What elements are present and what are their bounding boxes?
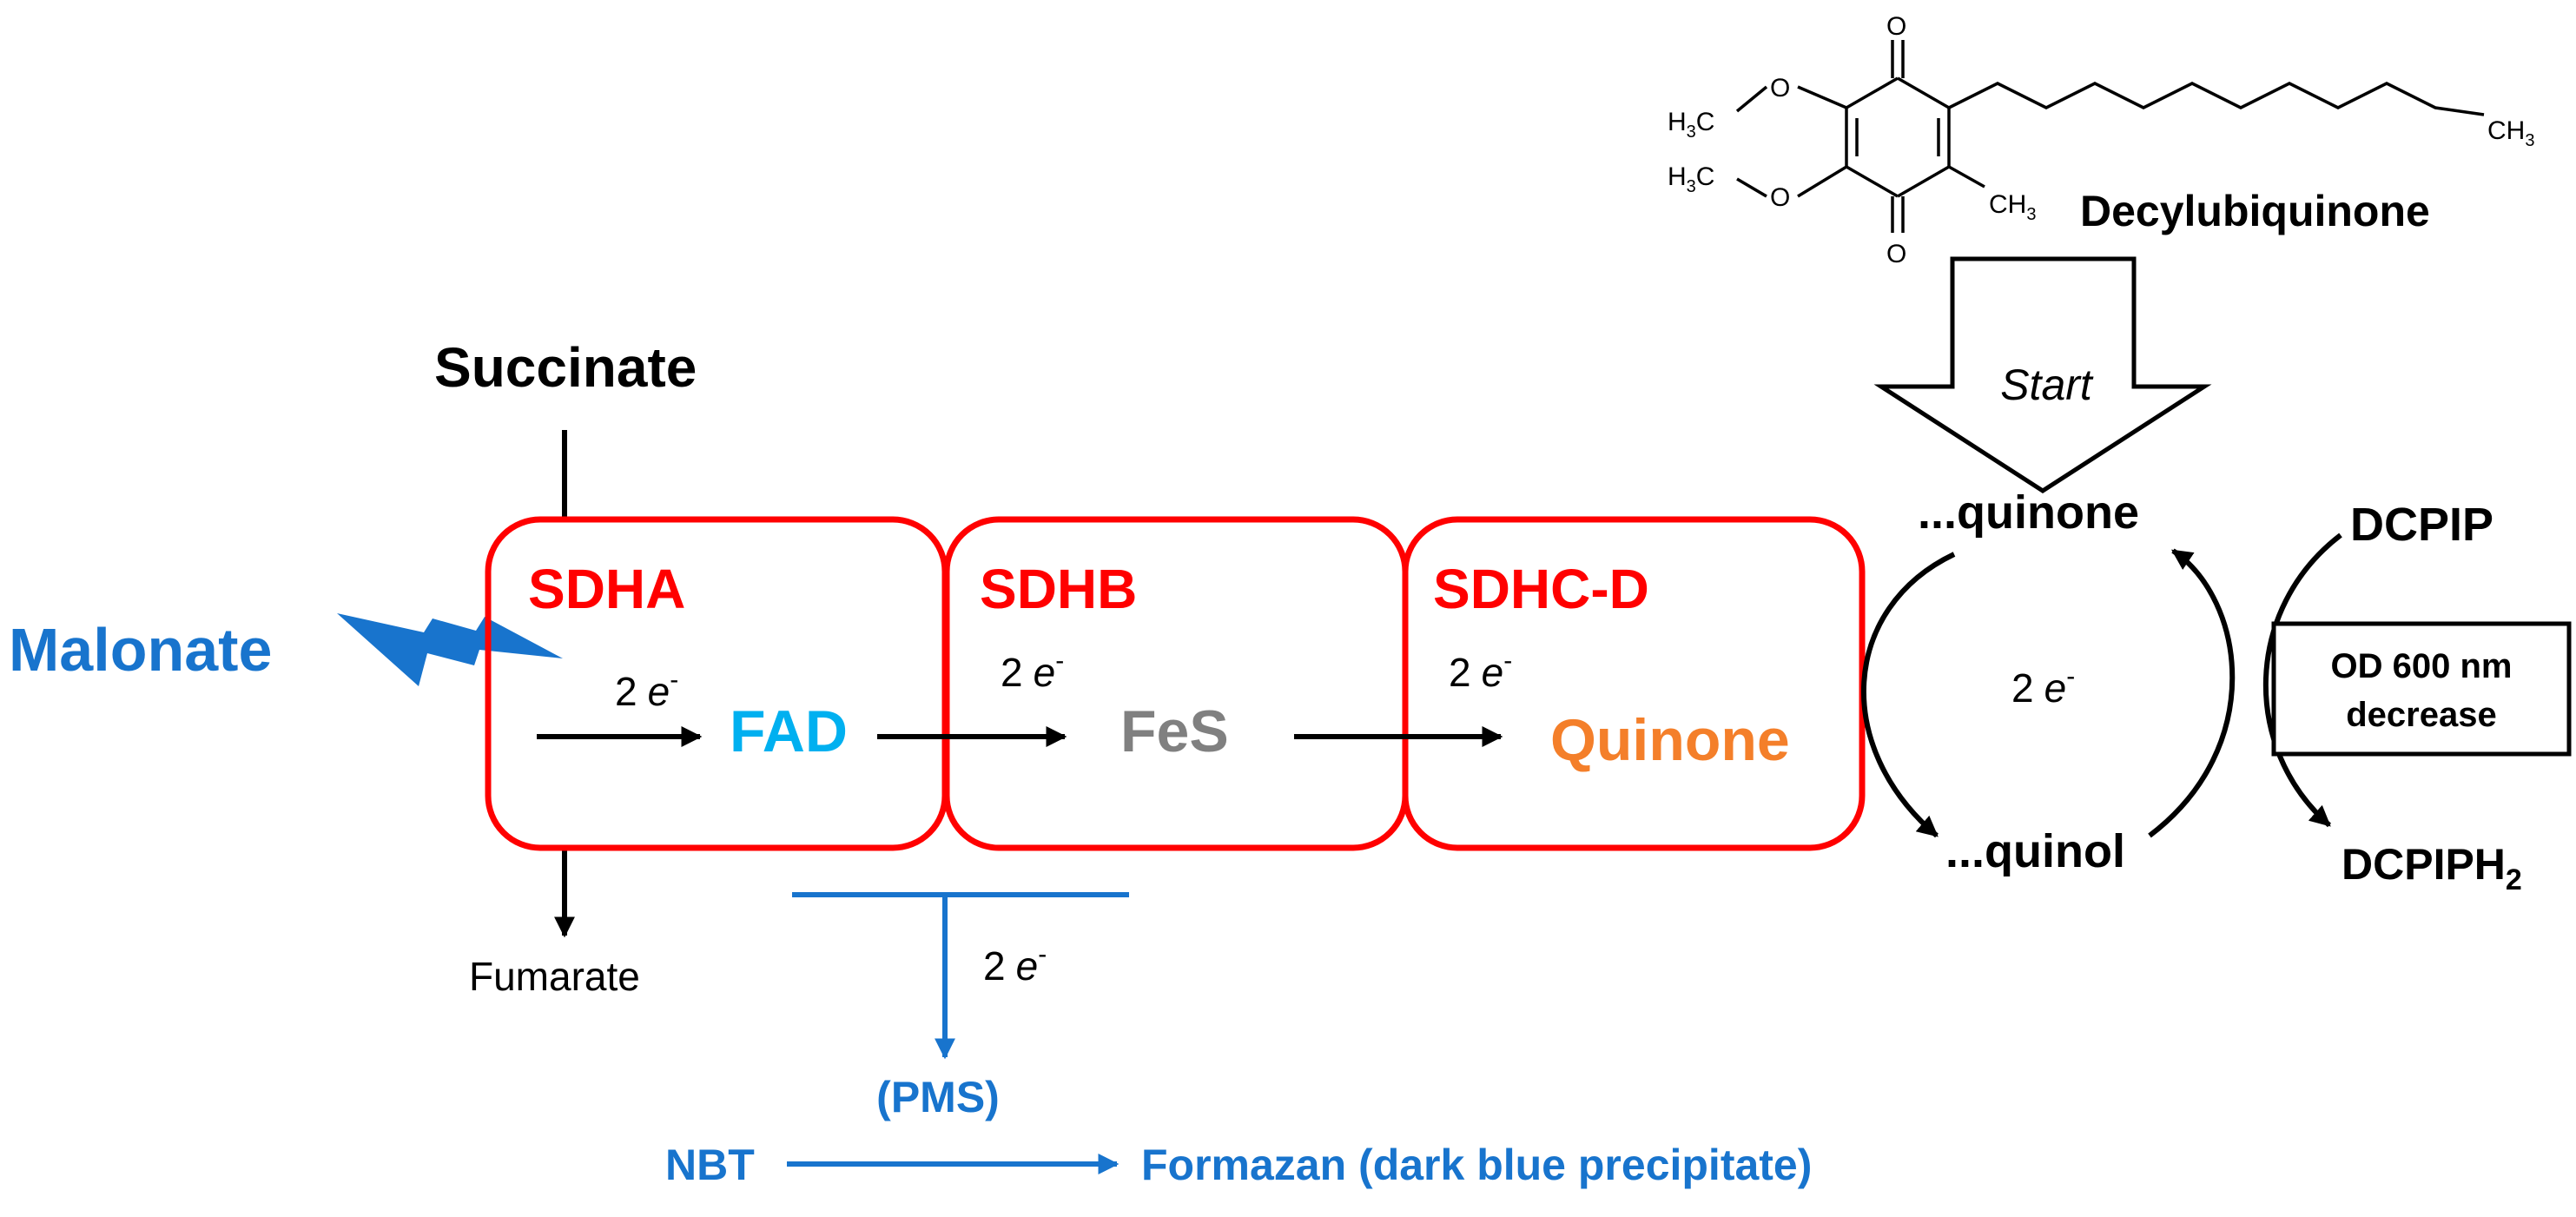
- electron-symbol: e: [1482, 650, 1504, 695]
- electron-count: 2: [615, 669, 637, 714]
- od-readout-line1: OD 600 nm: [2331, 647, 2513, 685]
- electron-symbol: e: [2044, 665, 2067, 711]
- od-readout-line2: decrease: [2346, 696, 2496, 734]
- sdhb-label: SDHB: [980, 558, 1137, 620]
- electron-count: 2: [2011, 665, 2034, 711]
- formazan-label: Formazan (dark blue precipitate): [1141, 1141, 1812, 1189]
- h3c-c: C: [1696, 162, 1715, 191]
- sdhcd-label: SDHC-D: [1433, 558, 1649, 620]
- fumarate-label: Fumarate: [469, 954, 640, 999]
- electron-charge: -: [670, 665, 678, 694]
- ch3-ch: CH: [1989, 190, 2026, 219]
- oxygen-methoxy-lower-label: O: [1770, 183, 1790, 212]
- quinone-pool-label: ...quinone: [1918, 486, 2139, 539]
- ch3-ch: CH: [2487, 116, 2525, 145]
- h3c-sub: 3: [1687, 122, 1696, 142]
- od-readout-box: [2271, 621, 2572, 757]
- succinate-label: Succinate: [434, 336, 697, 399]
- electron-charge: -: [1038, 940, 1047, 969]
- electron-charge: -: [1503, 646, 1512, 675]
- sdha-label: SDHA: [528, 558, 685, 620]
- decylubiquinone-atom-labels: O O O O H3C H3C CH3 CH3: [1668, 12, 2534, 268]
- quinol-pool-label: ...quinol: [1945, 825, 2125, 877]
- dcpiph2-label: DCPIPH2: [2342, 840, 2522, 896]
- h3c-c: C: [1696, 108, 1715, 136]
- methyl-ring-label: CH3: [1989, 190, 2036, 224]
- electron-count: 2: [1001, 650, 1023, 695]
- quinone-to-quinol-arc: [1861, 552, 1956, 838]
- quinone-label: Quinone: [1550, 707, 1790, 773]
- nbt-label: NBT: [665, 1141, 755, 1189]
- electron-symbol: e: [1034, 650, 1056, 695]
- electron-charge: -: [2066, 662, 2075, 691]
- oxygen-top-label: O: [1886, 12, 1906, 41]
- h3c-h: H: [1668, 162, 1687, 191]
- start-label: Start: [2000, 360, 2094, 409]
- oxygen-methoxy-upper-label: O: [1770, 74, 1790, 103]
- dcpiph-text: DCPIPH: [2342, 840, 2506, 889]
- methyl-chain-end-label: CH3: [2487, 116, 2534, 150]
- malonate-label: Malonate: [9, 616, 272, 684]
- electron-symbol: e: [1016, 943, 1039, 989]
- oxygen-bottom-label: O: [1886, 240, 1906, 268]
- quinol-to-quinone-arc: [2148, 548, 2236, 838]
- dcpip-reduction-arc: [2262, 532, 2342, 828]
- fes-label: FeS: [1120, 698, 1229, 764]
- electron-count: 2: [1449, 650, 1471, 695]
- dcpiph2-subscript: 2: [2506, 863, 2522, 896]
- malonate-lightning-icon: [337, 613, 563, 686]
- ch3-sub: 3: [2525, 131, 2534, 150]
- methyl-h3c-lower-label: H3C: [1668, 162, 1714, 196]
- decylubiquinone-label: Decylubiquinone: [2080, 187, 2430, 235]
- dcpip-label: DCPIP: [2350, 499, 2493, 551]
- fad-label: FAD: [730, 698, 848, 764]
- h3c-sub: 3: [1687, 177, 1696, 196]
- electron-count: 2: [983, 943, 1006, 989]
- electron-symbol: e: [648, 669, 670, 714]
- electron-charge: -: [1055, 646, 1064, 675]
- pms-label: (PMS): [876, 1073, 1000, 1121]
- methyl-h3c-upper-label: H3C: [1668, 108, 1714, 142]
- h3c-h: H: [1668, 108, 1687, 136]
- start-arrow: [1873, 256, 2212, 493]
- decylubiquinone-structure: [1735, 40, 2485, 233]
- ch3-sub: 3: [2026, 205, 2036, 224]
